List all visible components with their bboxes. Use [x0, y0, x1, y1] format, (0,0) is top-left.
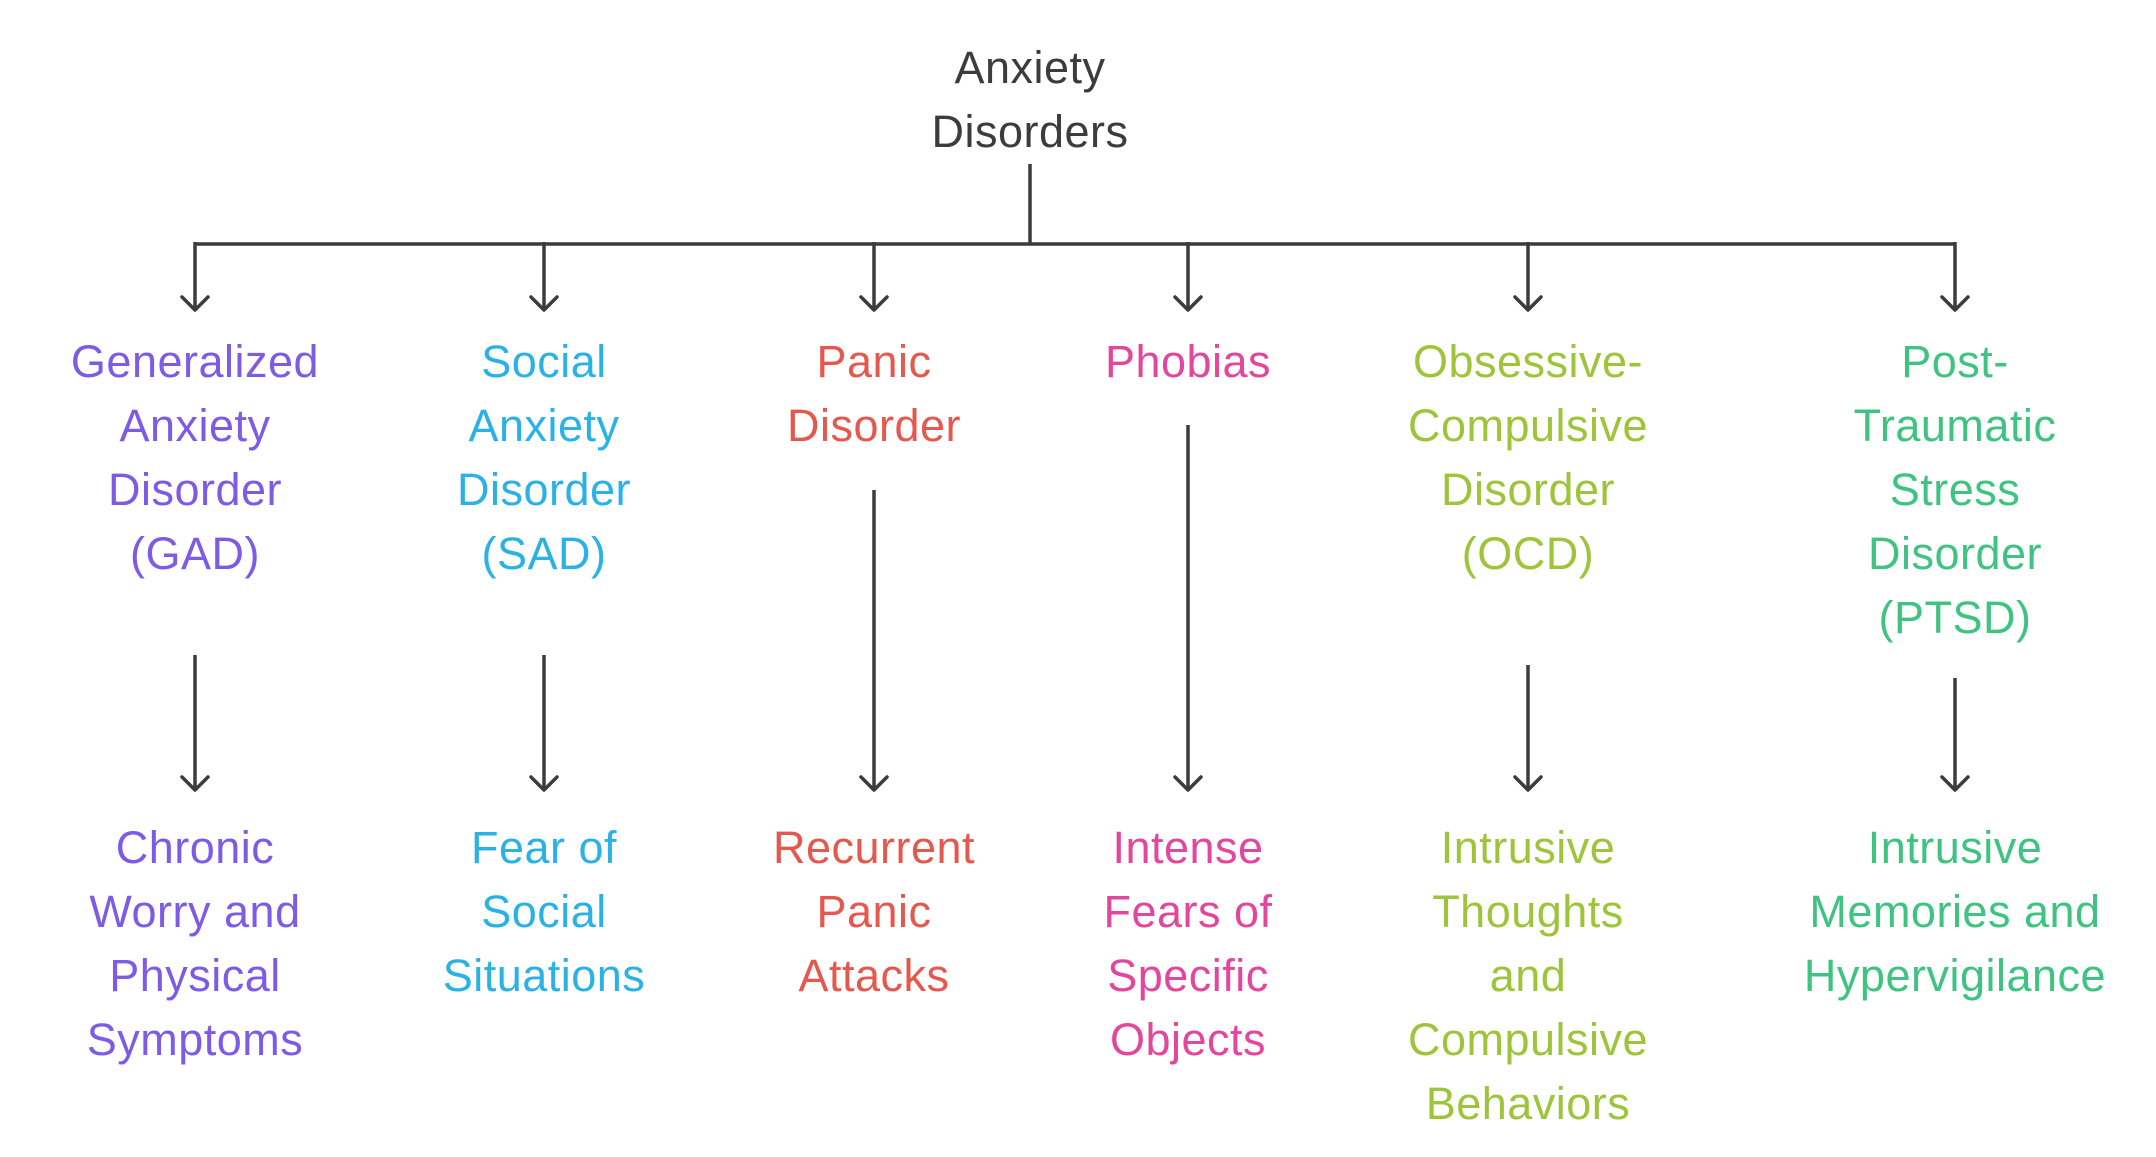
outcome-label-panic-disorder: Recurrent Panic Attacks	[772, 822, 976, 1001]
outcome-label-phobias: Intense Fears of Specific Objects	[1103, 822, 1273, 1065]
branch-label-gad: Generalized Anxiety Disorder (GAD)	[70, 336, 320, 579]
branch-label-ptsd: Post- Traumatic Stress Disorder (PTSD)	[1853, 336, 2057, 643]
branch-label-ocd: Obsessive- Compulsive Disorder (OCD)	[1407, 336, 1649, 579]
root-node-title: Anxiety Disorders	[931, 42, 1129, 157]
branch-label-sad: Social Anxiety Disorder (SAD)	[456, 336, 632, 579]
branch-label-panic-disorder: Panic Disorder	[786, 336, 962, 451]
branch-label-phobias: Phobias	[1104, 336, 1272, 387]
outcome-label-gad: Chronic Worry and Physical Symptoms	[86, 822, 304, 1065]
outcome-label-ocd: Intrusive Thoughts and Compulsive Behavi…	[1407, 822, 1649, 1129]
outcome-label-sad: Fear of Social Situations	[442, 822, 646, 1001]
outcome-label-ptsd: Intrusive Memories and Hypervigilance	[1803, 822, 2107, 1001]
